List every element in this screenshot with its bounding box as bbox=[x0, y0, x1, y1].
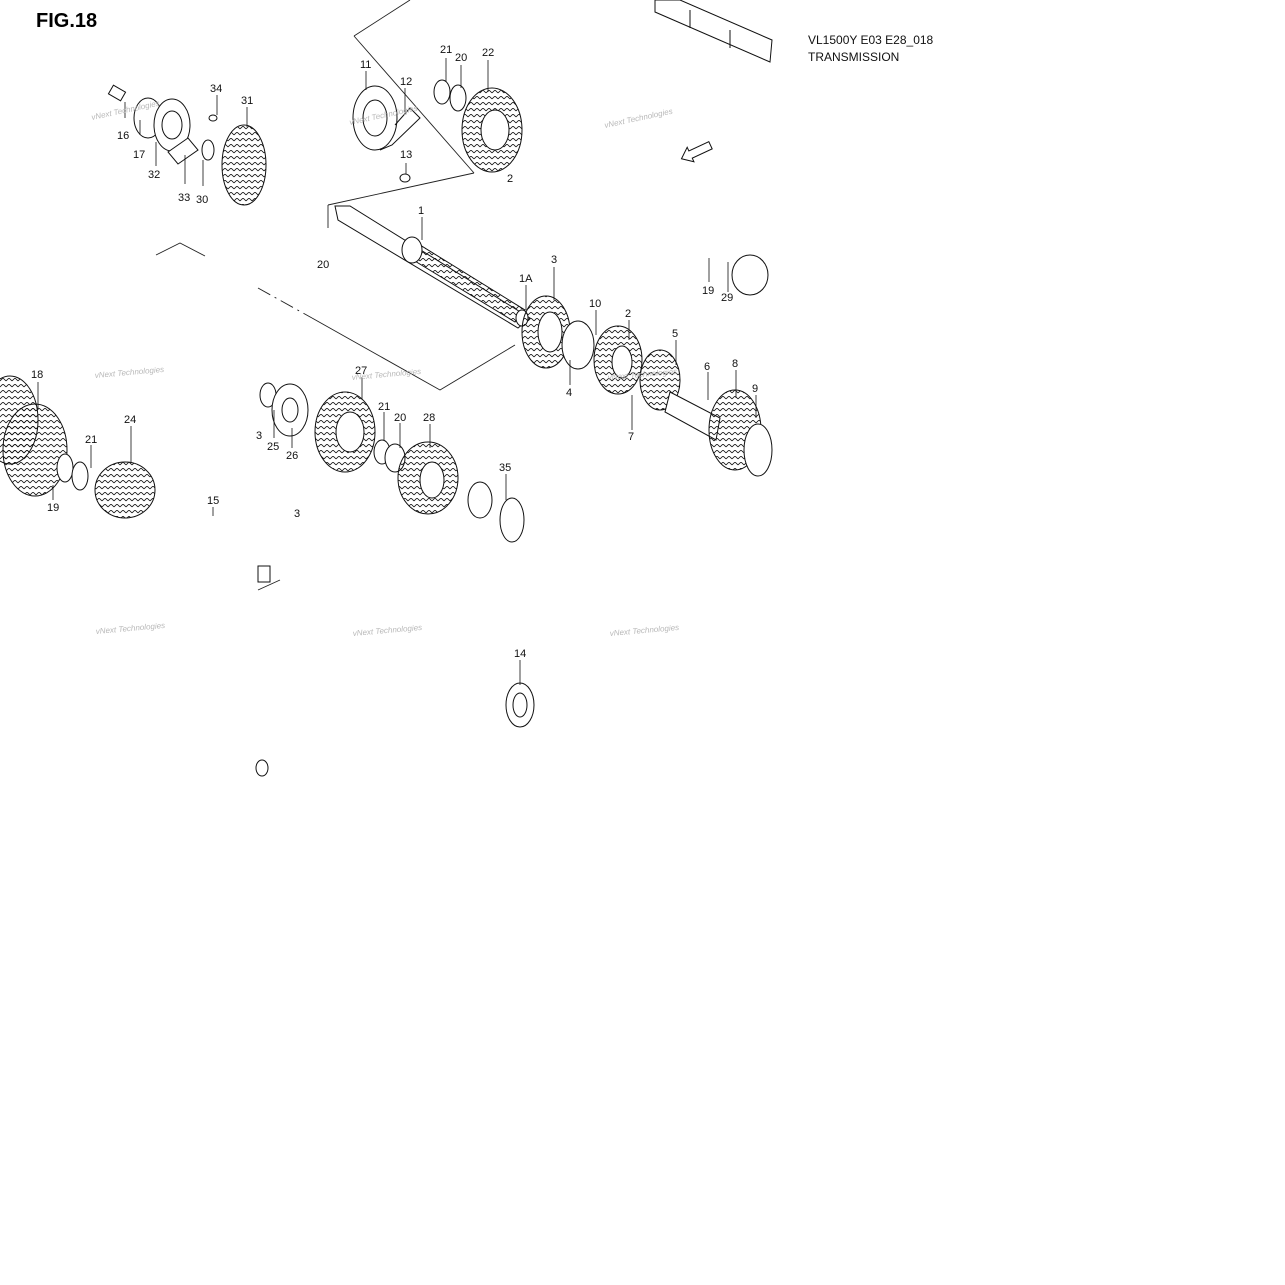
callout-label: 6 bbox=[704, 361, 710, 373]
callout-label: 25 bbox=[267, 441, 279, 453]
callout-label: 9 bbox=[752, 383, 758, 395]
callout-label: 19 bbox=[702, 285, 714, 297]
main-shaft bbox=[334, 205, 531, 329]
callout-label: 4 bbox=[566, 387, 572, 399]
callout-label: 22 bbox=[482, 47, 494, 59]
callout-label: 3 bbox=[294, 508, 300, 520]
callout-label: 1 bbox=[418, 205, 424, 217]
leader-lines bbox=[37, 58, 757, 685]
callout-label: 10 bbox=[589, 298, 601, 310]
callout-label: 24 bbox=[124, 414, 136, 426]
watermark-text: vNext Technologies bbox=[352, 623, 422, 638]
figure-title: FIG.18 bbox=[36, 10, 98, 32]
callout-label: 12 bbox=[400, 76, 412, 88]
gear-group-middle-lower bbox=[255, 382, 535, 777]
countershaft-gears bbox=[521, 254, 773, 477]
callout-label: 2 bbox=[507, 173, 513, 185]
callout-label: 11 bbox=[360, 59, 371, 71]
callout-label: 7 bbox=[628, 431, 634, 443]
callout-label: 19 bbox=[47, 502, 59, 514]
frame-lines bbox=[155, 0, 516, 591]
callout-label: 13 bbox=[400, 149, 412, 161]
callout-label: 5 bbox=[672, 328, 678, 340]
callout-label: 31 bbox=[241, 95, 253, 107]
callout-label: 27 bbox=[355, 365, 367, 377]
bearing-group-top bbox=[352, 79, 523, 183]
callout-label: 29 bbox=[721, 292, 733, 304]
gear-group-left-lower bbox=[0, 375, 156, 519]
bearing-group-left bbox=[107, 84, 267, 206]
section-title: TRANSMISSION bbox=[808, 50, 900, 61]
callout-label: 15 bbox=[207, 495, 219, 507]
callout-label: 30 bbox=[196, 194, 208, 206]
watermark-text: vNext Technologies bbox=[609, 623, 679, 638]
callout-label: 3 bbox=[256, 430, 262, 442]
callout-label: 18 bbox=[31, 369, 43, 381]
model-code: VL1500Y E03 E28_018 bbox=[808, 33, 934, 47]
watermark-text: vNext Technologies bbox=[95, 621, 165, 636]
callout-label: 28 bbox=[423, 412, 435, 424]
callout-label: 1A bbox=[519, 273, 533, 285]
callout-label: 21 bbox=[85, 434, 97, 446]
watermark-text: vNext Technologies bbox=[604, 107, 674, 130]
callout-label: 8 bbox=[732, 358, 738, 370]
output-shaft-fragment bbox=[654, 0, 773, 63]
callout-label: 35 bbox=[499, 462, 511, 474]
callout-label: 14 bbox=[514, 648, 526, 660]
callout-label: 20 bbox=[394, 412, 406, 424]
callout-label: 32 bbox=[148, 169, 160, 181]
callout-label: 2 bbox=[625, 308, 631, 320]
callout-label: 26 bbox=[286, 450, 298, 462]
callout-label: 21 bbox=[440, 44, 452, 56]
callout-label: 33 bbox=[178, 192, 190, 204]
watermark-text: vNext Technologies bbox=[94, 365, 164, 380]
callout-label: 21 bbox=[378, 401, 390, 413]
callout-label: 34 bbox=[210, 83, 222, 95]
callout-label: 20 bbox=[455, 52, 467, 64]
callout-label: 3 bbox=[551, 254, 557, 266]
callout-label: 16 bbox=[117, 130, 129, 142]
callout-label: 17 bbox=[133, 149, 145, 161]
callout-label: 20 bbox=[317, 259, 329, 271]
front-direction-arrow-icon bbox=[680, 140, 713, 163]
